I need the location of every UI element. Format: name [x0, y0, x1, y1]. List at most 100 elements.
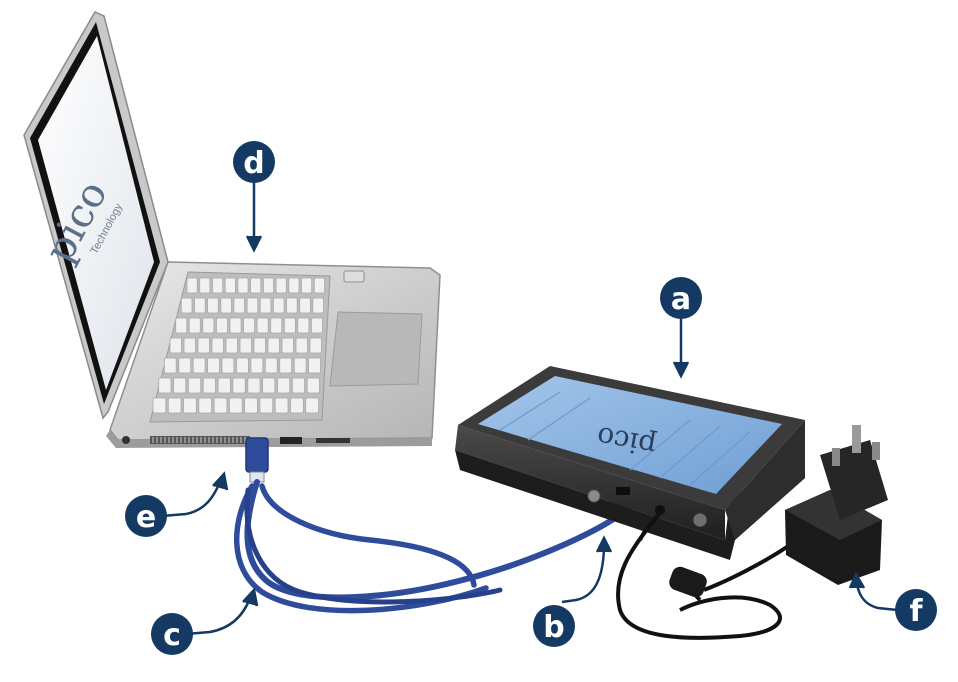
keyboard-key: [288, 277, 300, 294]
arrow-c: [185, 587, 259, 636]
callout-a: a: [660, 277, 702, 319]
ground-terminal: [587, 489, 601, 503]
keyboard-key: [229, 317, 242, 334]
callout-f: f: [895, 589, 937, 631]
keyboard-key: [306, 377, 320, 394]
laptop-usb-port: [280, 437, 302, 444]
keyboard-key: [305, 397, 319, 414]
keyboard-key: [244, 397, 258, 414]
trackpad[interactable]: [329, 311, 423, 387]
keyboard-key: [186, 277, 198, 294]
keyboard-key: [163, 357, 177, 374]
keyboard-key: [275, 277, 287, 294]
keyboard-key: [152, 397, 167, 414]
keyboard-key: [213, 397, 228, 414]
keyboard-key: [250, 357, 264, 374]
keyboard-key: [183, 397, 197, 414]
keyboard-key: [243, 317, 256, 334]
keyboard-key: [173, 377, 187, 394]
keyboard-key: [198, 397, 213, 414]
sd-card-slot: [316, 438, 350, 443]
callout-c: c: [151, 613, 193, 655]
keyboard-key: [233, 297, 245, 314]
keyboard-key: [183, 337, 196, 354]
keyboard-key: [202, 377, 216, 394]
keyboard-key: [259, 297, 272, 314]
headphone-jack: [122, 436, 130, 444]
callout-arrows: [161, 182, 899, 636]
callout-b: b: [533, 605, 575, 647]
keyboard-key: [225, 337, 238, 354]
keyboard-key: [232, 377, 246, 394]
laptop-screen: [38, 36, 154, 390]
keyboard-key: [212, 277, 224, 294]
keyboard-key: [188, 317, 201, 334]
probe-connector: [692, 512, 708, 528]
keyboard-key: [272, 297, 285, 314]
keyboard-key: [308, 357, 321, 374]
arrow-d: [245, 182, 263, 253]
keyboard-key: [293, 357, 307, 374]
keyboard-key: [286, 297, 298, 314]
keyboard-key: [236, 357, 249, 374]
ferrite-bead: [669, 566, 707, 598]
keyboard-key: [192, 357, 206, 374]
keyboard-key: [277, 377, 291, 394]
keyboard-key: [259, 397, 274, 414]
arrow-e: [161, 471, 229, 518]
callout-c-label: c: [163, 618, 181, 653]
keyboard-key: [267, 337, 280, 354]
keyboard-key: [221, 357, 235, 374]
keyboard-key: [283, 317, 296, 334]
keyboard-key: [187, 377, 202, 394]
scope-usb-port: [616, 487, 630, 495]
keyboard-key: [270, 317, 283, 334]
power-adapter: [616, 425, 888, 640]
keyboard-key: [217, 377, 231, 394]
power-cable: [616, 510, 782, 640]
keyboard-key: [290, 397, 304, 414]
keyboard-key: [281, 337, 294, 354]
keyboard-key: [158, 377, 172, 394]
keyboard-key: [220, 297, 232, 314]
keyboard-key: [310, 317, 323, 334]
laptop-usb-plug: [245, 437, 269, 473]
keyboard-key: [262, 377, 276, 394]
keyboard-key: [262, 277, 274, 294]
scope-top-panel: [478, 376, 782, 494]
keyboard-key: [253, 337, 266, 354]
keyboard-key: [207, 297, 219, 314]
keyboard-key: [197, 337, 210, 354]
keyboard-key: [309, 337, 322, 354]
power-button[interactable]: [343, 270, 365, 283]
keyboard-key: [246, 297, 259, 314]
keyboard-key: [247, 377, 261, 394]
keyboard-key: [299, 297, 311, 314]
keyboard-key: [237, 277, 249, 294]
keyboard-key: [301, 277, 313, 294]
side-vent: [150, 436, 250, 444]
keyboard-key: [295, 337, 308, 354]
laptop: pico Technology: [23, 11, 441, 448]
keyboard-key: [239, 337, 252, 354]
keyboard-key: [175, 317, 188, 334]
keyboard-key: [178, 357, 192, 374]
keyboard-key: [202, 317, 215, 334]
keyboard-key: [264, 357, 278, 374]
keyboard-key: [279, 357, 293, 374]
keyboard-key: [274, 397, 289, 414]
keyboard-key: [312, 297, 324, 314]
callout-e-label: e: [136, 500, 156, 535]
keyboard-key: [224, 277, 236, 294]
keyboard-key: [167, 397, 182, 414]
keyboard-key: [194, 297, 206, 314]
keyboard-key: [207, 357, 220, 374]
keyboard-key: [250, 277, 262, 294]
keyboard-key: [199, 277, 211, 294]
keyboard-key: [256, 317, 269, 334]
keyboard-key: [169, 337, 182, 354]
callout-b-label: b: [543, 610, 564, 645]
callout-a-label: a: [671, 282, 691, 317]
